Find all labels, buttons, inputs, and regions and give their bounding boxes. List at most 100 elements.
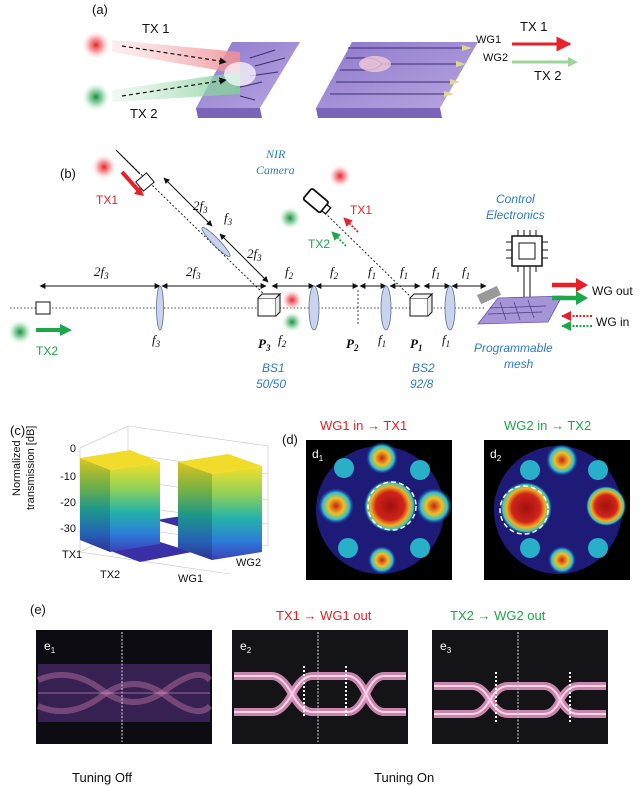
tx2-dashed-arrow [121,77,227,97]
tx1-source-spot [81,30,111,60]
chip-icon [506,230,548,300]
svg-text:f3: f3 [224,210,233,227]
grating-couplers [444,45,472,97]
panel-c-label: (c) [10,423,25,438]
b-tx2-spot [7,319,33,345]
collimators [35,172,155,315]
camera-green-spot [278,206,302,230]
cam-tx2-label: TX2 [308,237,330,251]
tx1-beam [112,40,240,74]
svg-text:f1: f1 [368,264,376,281]
wg-in-label: WG in [596,315,629,329]
svg-text:WG1: WG1 [178,573,203,585]
control-label-2: Electronics [486,208,545,222]
c-ylabel-2: transmission [dB] [25,426,37,510]
panel-d: (d) WG1 in → TX1 WG2 in → TX2 d1 [282,418,630,580]
cam-tx1-arrow [343,217,359,233]
svg-text:2f3: 2f3 [193,198,208,215]
caption-tuning-off: Tuning Off [72,770,132,785]
d1-sublabel: d1 [312,447,324,463]
panel-d-label: (d) [282,432,298,447]
eye-diagram-e1: e1 [36,630,213,744]
spacing-arrows [39,177,487,289]
nir-camera-label-2: Camera [256,163,295,177]
svg-text:f1: f1 [432,264,440,281]
focus-green-spot [281,311,303,333]
bar-tx1-wg1-top [80,450,160,470]
a-tx2-label: TX 2 [130,106,157,121]
camera-red-spot [328,164,352,188]
eye-diagram-e2: e2 [232,630,408,744]
lenses [156,227,456,331]
bs2-ratio: 92/8 [410,377,434,391]
image-d1: d1 [306,440,452,580]
svg-text:f1: f1 [442,332,450,349]
tx2-beam [112,72,240,102]
camera-arm [321,209,419,305]
e-title-3: TX2 → WG2 out [450,608,546,623]
coupling-spot [224,62,256,86]
focus-red-spot [281,289,303,311]
bar-tx2-wg2-front [212,466,262,560]
svg-text:f1: f1 [378,332,386,349]
d-title-2: WG2 in → TX2 [504,418,591,433]
tx2-source-spot [81,82,111,112]
panel-b-label: (b) [60,166,76,181]
panel-e-label: (e) [30,602,46,617]
tx1-dashed-arrow [121,45,227,65]
svg-text:2f3: 2f3 [186,264,201,281]
cam-tx2-arrow [331,231,347,247]
e2-sublabel: e2 [240,639,252,655]
b-tx2-label: TX2 [36,344,58,358]
e-title-2: TX1 → WG1 out [276,608,372,623]
a-tx1-label: TX 1 [142,21,169,36]
image-d2: d2 [484,440,630,580]
control-label-1: Control [496,192,535,206]
b-tx1-spot [91,154,117,180]
cam-tx1-label: TX1 [350,203,372,217]
svg-text:-30: -30 [60,523,76,535]
a-wg1-label: WG1 [476,34,501,46]
panel-c: (c) Normalized transmission [dB] 0 -10 -… [10,423,269,585]
bs2-label: BS2 [412,361,435,375]
svg-text:f3: f3 [152,332,161,349]
svg-text:0: 0 [70,443,76,455]
mesh-label-2: mesh [504,357,534,371]
svg-text:P1: P1 [410,336,422,353]
mesh-label-1: Programmable [474,341,553,355]
caption-tuning-on: Tuning On [374,770,434,785]
bar-tx2-wg2-side [178,462,212,560]
svg-text:P2: P2 [346,336,359,353]
svg-text:f2: f2 [330,264,339,281]
c-yticks: 0 -10 -20 -30 [60,443,76,535]
wg-out-label: WG out [592,284,633,298]
programmable-mesh-chip [477,295,563,325]
spacing-labels: 2f3 2f3 f2 f2 f1 f1 f1 f1 2f3 f3 2f3 f3 … [94,198,470,349]
fiber-array [476,285,502,305]
bar-tx1-wg1-side [80,458,110,552]
a-out-tx1-label: TX 1 [520,19,547,34]
b-tx1-label: TX1 [96,193,118,207]
nir-camera-label-1: NIR [265,147,286,161]
panel-e: (e) TX1 → WG1 out TX2 → WG2 out e1 e2 [30,602,608,785]
a-wg2-label: WG2 [483,52,508,64]
svg-text:-20: -20 [60,497,76,509]
bar-tx2-wg2-top [178,454,262,474]
plane-labels: P3 P2 P1 [258,336,422,353]
panel-a: (a) TX 1 TX 2 WG1 WG2 TX 1 T [81,2,578,121]
c-axis-labels: TX1 TX2 WG1 WG2 [62,549,261,585]
svg-text:2f3: 2f3 [247,246,262,263]
svg-text:f1: f1 [462,264,470,281]
svg-text:WG2: WG2 [236,557,261,569]
svg-text:P3: P3 [258,336,271,353]
panel-b: (b) 2f3 2f3 f2 f2 f1 f1 f1 f1 [7,147,633,391]
beam-splitters [257,292,434,317]
c-ylabel-1: Normalized [11,440,23,496]
chip-left-waveguides [235,49,286,101]
svg-text:-10: -10 [60,471,76,483]
e1-sublabel: e1 [44,639,56,655]
svg-text:f2: f2 [285,264,294,281]
bs1-ratio: 50/50 [256,377,286,391]
chip-right [316,42,478,108]
